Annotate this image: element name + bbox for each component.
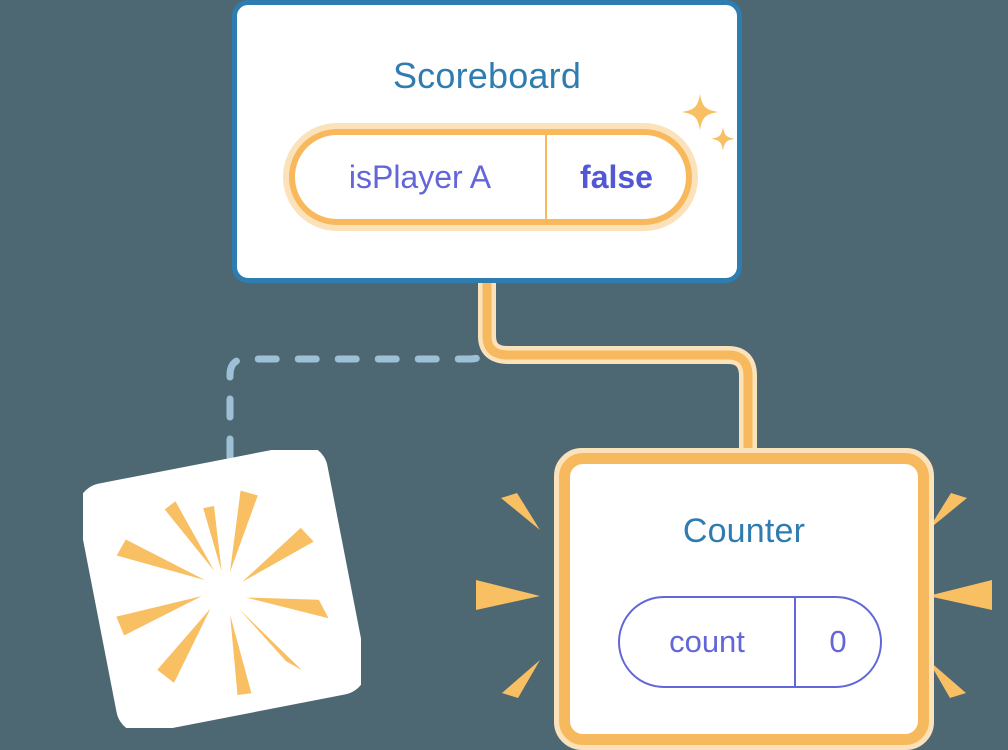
- scoreboard-title: Scoreboard: [392, 55, 582, 96]
- counter-prop-value: 0: [829, 624, 847, 659]
- ray-left-top: [501, 493, 540, 530]
- sparkle-small-icon: [711, 127, 735, 151]
- ray-left-bottom: [502, 660, 540, 698]
- scoreboard-prop-pill[interactable]: isPlayer A false: [283, 123, 698, 231]
- sparkle-large-icon: [682, 94, 718, 130]
- counter-rays: [476, 493, 992, 698]
- counter-highlight-glow: [554, 448, 934, 750]
- pill-highlight-glow: [283, 123, 698, 231]
- connector-dashed-scoreboard-to-burst-card: [226, 279, 490, 504]
- counter-prop-name: count: [620, 598, 796, 686]
- connector-solid-scoreboard-to-counter: [482, 278, 753, 475]
- scoreboard-prop-value: false: [580, 158, 653, 195]
- counter-title: Counter: [682, 512, 806, 550]
- sparkles-icon: [682, 94, 735, 151]
- component-card-counter[interactable]: Counter count 0: [554, 448, 934, 750]
- ray-right-top: [928, 493, 967, 530]
- counter-prop-pill[interactable]: count 0: [618, 596, 882, 688]
- burst-rays: [116, 490, 329, 695]
- burst-card-surface: [83, 450, 361, 728]
- ray-right-bottom: [928, 660, 966, 698]
- burst-card[interactable]: [83, 450, 361, 728]
- connector-solid-glow: [478, 274, 757, 479]
- component-card-scoreboard[interactable]: Scoreboard isPlayer A false: [232, 0, 742, 283]
- scoreboard-prop-name: isPlayer A: [295, 135, 547, 219]
- counter-card-body: Counter count 0: [559, 453, 929, 745]
- ray-left-mid: [476, 580, 540, 610]
- pill-body: isPlayer A false: [289, 129, 692, 225]
- ray-right-mid: [928, 580, 992, 610]
